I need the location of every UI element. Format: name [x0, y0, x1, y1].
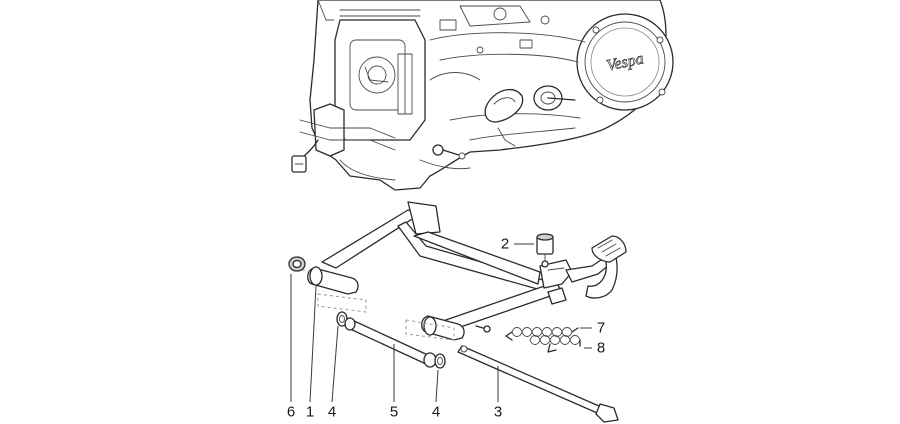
callout-2: 2 [500, 235, 510, 253]
part-4-washer-right [434, 353, 446, 369]
vespa-logo-text: Vespa [605, 50, 645, 74]
callout-4-left: 4 [327, 403, 337, 421]
callout-5: 5 [389, 403, 399, 421]
center-stand-frame [307, 201, 627, 341]
callout-6: 6 [286, 403, 296, 421]
callout-1: 1 [305, 403, 315, 421]
engine-assembly [291, 0, 674, 191]
part-7-spring [505, 327, 579, 341]
vespa-logo: Vespa [605, 50, 646, 75]
callout-4-right: 4 [431, 403, 441, 421]
part-3-long-bolt [457, 345, 619, 423]
part-8-spring [529, 335, 581, 353]
callout-3: 3 [493, 403, 503, 421]
part-5-pivot-shaft [344, 317, 437, 368]
part-6-nut [288, 256, 306, 272]
callout-8: 8 [596, 339, 606, 357]
leader-lines [290, 243, 592, 403]
callout-7: 7 [596, 319, 606, 337]
part-2-rubber-bumper [536, 233, 554, 268]
